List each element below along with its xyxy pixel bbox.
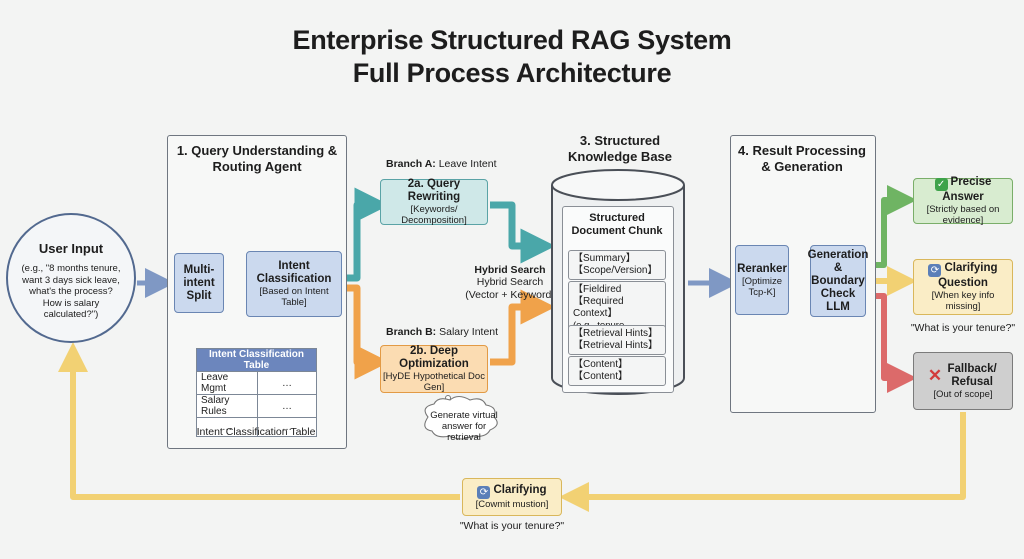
branch-b-text: Salary Intent [439,326,499,338]
loop-sub: [Cowmit mustion] [475,499,549,510]
multi-intent-split-box: Multi-intent Split [174,253,224,313]
intent-table-header: Intent Classification Table [196,348,317,372]
branch-b-prefix: Branch B: [386,326,437,338]
branch-a-text: Leave Intent [438,158,497,170]
deep-optimization-sub: [HyDE Hypothetical Doc Gen] [383,371,485,393]
panel4-title: 4. Result Processing & Generation [738,143,866,174]
deep-optimization-box: 2b. Deep Optimization [HyDE Hypothetical… [380,345,488,393]
table-cell: … [257,417,317,437]
branch-b-label: Branch B: Salary Intent [386,326,516,339]
table-row: … … [196,417,317,437]
intent-table-caption: Intent Classification Table [196,426,316,438]
clarifying-question-box: ⟳Clarifying Question [When key info miss… [913,259,1013,315]
diagram-title-line1: Enterprise Structured RAG System [292,25,732,55]
chunk-line: 【Required Context】 [573,296,624,319]
chunk-line: 【Fieldired [573,284,622,295]
table-cell: … [257,394,317,418]
arrow-branch-b-to-deep [342,284,390,380]
table-cell: Leave Mgmt [196,371,258,395]
reranker-sub: [Optimize Tcp-K] [741,275,783,298]
close-icon: ✕ [927,366,943,385]
query-rewriting-sub: [Keywords/ Decomposition] [401,204,467,226]
loop-title: Clarifying [493,484,547,496]
fallback-refusal-box: ✕ Fallback/ Refusal [Out of scope] [913,352,1013,410]
precise-title: Precise Answer [942,176,992,203]
intent-class-title: Intent Classification [256,260,332,285]
arrow-loop-clarifying-to-user [58,342,460,500]
precise-answer-box: ✓Precise Answer [Strictly based on evide… [913,176,1013,226]
query-rewriting-box: 2a. Query Rewriting [Keywords/ Decomposi… [380,178,488,226]
intent-classification-box: Intent Classification [Based on Intent T… [246,251,342,317]
chunk-line: 【Scope/Version】 [573,265,658,276]
precise-sub: [Strictly based on evidence] [926,204,1000,226]
chunk-line: 【Retrieval Hints】 [573,340,659,351]
table-cell: Salary Rules [196,394,258,418]
branch-a-label: Branch A: Leave Intent [386,158,516,171]
chunk-line: 【Content】 [573,371,629,382]
loop-clarifying-box: ⟳Clarifying [Cowmit mustion] [462,478,562,516]
arrow-deep-to-kb [490,289,556,366]
generation-title: Generation & Boundary Check LLM [807,248,869,313]
fallback-title: Fallback/ Refusal [947,362,997,388]
hybrid-search-sub: Hybrid Search (Vector + Keyword) [465,276,555,301]
intent-classification-table: Intent Classification Table Leave Mgmt …… [196,348,317,437]
query-rewriting-title: 2a. Query Rewriting [407,178,461,203]
hybrid-search-title: Hybrid Search [474,264,546,276]
thought-cloud-icon [424,395,498,440]
user-input-text: (e.g., "8 months tenure, want 3 days sic… [21,263,121,320]
table-row: Leave Mgmt … [196,371,317,395]
table-row: Salary Rules … [196,394,317,418]
user-input-title: User Input [38,241,104,256]
chunk-retrieval-hints: 【Retrieval Hints】 【Retrieval Hints】 [568,325,666,355]
fallback-sub: [Out of scope] [933,388,993,400]
chunk-title: Structured Document Chunk [571,212,663,237]
deep-optimization-title: 2b. Deep Optimization [399,345,469,370]
table-cell: … [196,417,258,437]
cloud-text: Generate virtual answer for retrieval [430,410,498,443]
chunk-line: 【Retrieval Hints】 [573,328,659,339]
chunk-line: 【Summary】 [573,253,636,264]
user-input-node: User Input (e.g., "8 months tenure, want… [6,213,136,343]
clarify-title: Clarifying Question [938,262,998,289]
intent-class-sub: [Based on Intent Table] [259,286,329,308]
refresh-icon: ⟳ [928,264,942,277]
arrow-loop-fallback-to-clarifying [559,412,966,512]
chunk-line: 【Content】 [573,359,629,370]
clarify-quote: "What is your tenure?" [910,322,1016,334]
reranker-title: Reranker [737,262,787,275]
multi-intent-label: Multi-intent Split [183,263,215,302]
kb-title: 3. Structured Knowledge Base [567,133,673,164]
arrow-branch-a-to-rewrite [342,187,390,282]
panel1-title: 1. Query Understanding & Routing Agent [176,143,338,174]
check-icon: ✓ [934,178,948,191]
chunk-summary: 【Summary】 【Scope/Version】 [568,250,666,280]
table-cell: … [257,371,317,395]
loop-quote: "What is your tenure?" [459,520,565,532]
reranker-box: Reranker [Optimize Tcp-K] [735,245,789,315]
arrow-rewrite-to-kb [490,201,556,264]
diagram-title-line2: Full Process Architecture [352,58,672,88]
chunk-content: 【Content】 【Content】 [568,356,666,386]
clarify-sub: [When key info missing] [931,290,995,312]
branch-a-prefix: Branch A: [386,158,436,170]
generation-boundary-box: Generation & Boundary Check LLM [807,245,869,317]
refresh-icon: ⟳ [477,486,491,499]
